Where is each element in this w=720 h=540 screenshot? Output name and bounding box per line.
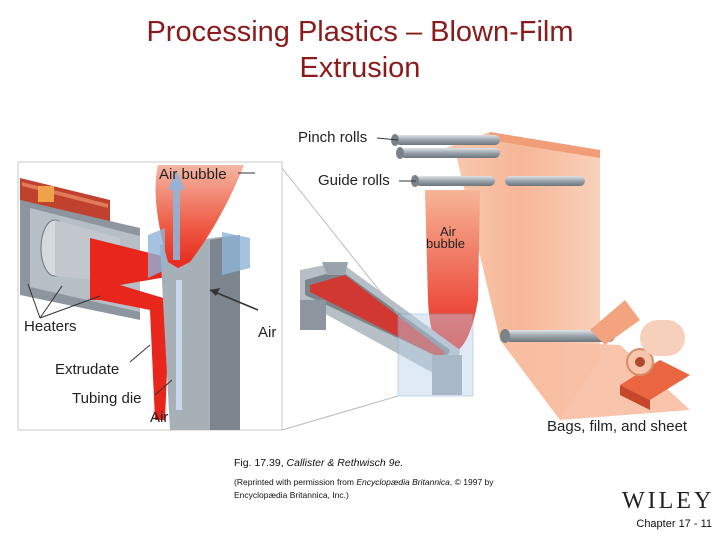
caption-main-italic: Callister & Rethwisch 9e. xyxy=(286,457,404,469)
detail-highlight-box xyxy=(397,313,474,397)
label-air-bubble-inset: Air bubble xyxy=(159,166,227,183)
caption-note-italic: Encyclopædia Britannica xyxy=(356,477,450,487)
small-extruder xyxy=(300,262,462,395)
label-guide-rolls: Guide rolls xyxy=(318,172,390,189)
slide-title-line2: Extrusion xyxy=(299,52,421,84)
caption-main: Fig. 17.39, Callister & Rethwisch 9e. xyxy=(234,457,534,469)
slide-title: Processing Plastics – Blown-Film Extrusi… xyxy=(60,14,660,86)
zoom-line-top xyxy=(281,167,399,315)
wiley-logo: WILEY xyxy=(622,488,715,514)
blown-bubble-tube xyxy=(425,190,480,352)
label-bags-film-sheet: Bags, film, and sheet xyxy=(547,418,688,435)
caption-permission-note: (Reprinted with permission from Encyclop… xyxy=(234,476,534,502)
chapter-page-number: Chapter 17 - 11 xyxy=(636,518,712,530)
guide-rolls xyxy=(411,175,615,343)
caption-note-part1: (Reprinted with permission from xyxy=(234,477,357,487)
label-air-bubble-right-1: Air xyxy=(440,224,457,239)
caption-note-part2: , © 1997 by Encyclopædia Britannica, Inc… xyxy=(234,477,494,500)
label-pinch-rolls: Pinch rolls xyxy=(298,129,367,146)
bag-cutter xyxy=(590,300,690,410)
label-extrudate: Extrudate xyxy=(55,361,119,378)
pinch-rolls xyxy=(391,134,500,159)
label-air-right: Air xyxy=(258,324,276,341)
label-heaters: Heaters xyxy=(24,318,77,335)
label-air-bubble-right-2: bubble xyxy=(426,236,465,251)
die-detail-inset xyxy=(17,161,283,431)
zoom-line-bottom xyxy=(281,395,399,431)
label-tubing-die: Tubing die xyxy=(72,390,142,407)
caption-main-prefix: Fig. 17.39, xyxy=(234,457,287,469)
figure-caption: Fig. 17.39, Callister & Rethwisch 9e. (R… xyxy=(234,457,534,502)
slide-title-line1: Processing Plastics – Blown-Film xyxy=(146,16,574,48)
label-air-bottom: Air xyxy=(150,409,168,426)
